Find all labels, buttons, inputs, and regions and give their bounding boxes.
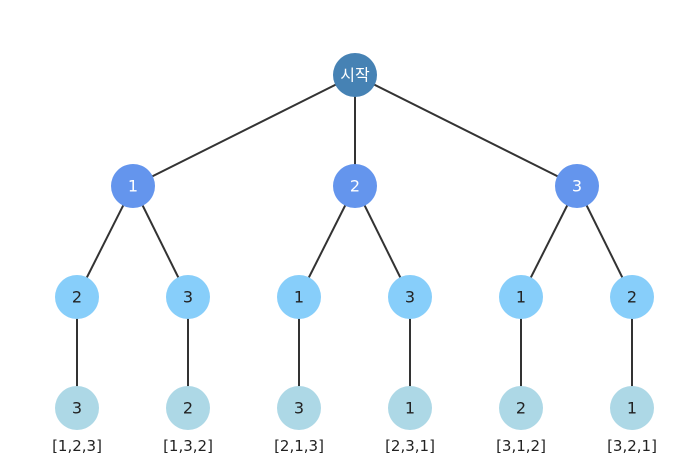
level3-node-3-label: 1: [405, 399, 415, 418]
level2-node-0-circle: [55, 275, 99, 319]
level3-node-3-circle: [388, 386, 432, 430]
level2-node-5-circle: [610, 275, 654, 319]
tree-edges: [76, 74, 633, 408]
level3-node-1-label: 2: [183, 399, 193, 418]
level1-node-0: 1: [111, 164, 155, 208]
level2-node-2-label: 1: [294, 288, 304, 307]
level3-node-4-label: 2: [516, 399, 526, 418]
level2-node-4: 1: [499, 275, 543, 319]
level1-node-2: 3: [555, 164, 599, 208]
root-node-circle: [333, 53, 377, 97]
level3-node-2: 3: [277, 386, 321, 430]
level2-node-5-label: 2: [627, 288, 637, 307]
level3-node-0: 3: [55, 386, 99, 430]
level1-node-1-circle: [333, 164, 377, 208]
level3-node-2-circle: [277, 386, 321, 430]
level2-node-0: 2: [55, 275, 99, 319]
level2-node-5: 2: [610, 275, 654, 319]
level2-node-0-label: 2: [72, 288, 82, 307]
level1-node-2-label: 3: [572, 177, 582, 196]
level2-node-4-circle: [499, 275, 543, 319]
level2-node-1-circle: [166, 275, 210, 319]
level3-node-1-circle: [166, 386, 210, 430]
level3-node-4-circle: [499, 386, 543, 430]
permutation-label-3: [2,3,1]: [385, 437, 435, 455]
edge-root-to-l1-0: [132, 74, 356, 187]
permutation-label-0: [1,2,3]: [52, 437, 102, 455]
permutation-label-1: [1,3,2]: [163, 437, 213, 455]
level3-node-0-circle: [55, 386, 99, 430]
level2-node-1-label: 3: [183, 288, 193, 307]
level3-node-5-circle: [610, 386, 654, 430]
level3-node-0-label: 3: [72, 399, 82, 418]
level3-node-1: 2: [166, 386, 210, 430]
level3-node-4: 2: [499, 386, 543, 430]
level2-node-2: 1: [277, 275, 321, 319]
level1-node-2-circle: [555, 164, 599, 208]
permutation-labels: [1,2,3] [1,3,2] [2,1,3] [2,3,1] [3,1,2] [3,2,…: [52, 437, 657, 455]
level3-node-5-label: 1: [627, 399, 637, 418]
level2-node-1: 3: [166, 275, 210, 319]
level2-node-3: 3: [388, 275, 432, 319]
root-node-label: 시작: [340, 66, 370, 85]
level1-node-1-label: 2: [350, 177, 360, 196]
level1-node-0-circle: [111, 164, 155, 208]
level1-node-1: 2: [333, 164, 377, 208]
level1-node-0-label: 1: [128, 177, 138, 196]
level2-node-3-circle: [388, 275, 432, 319]
level2-node-4-label: 1: [516, 288, 526, 307]
root-node: 시작: [333, 53, 377, 97]
level2-node-3-label: 3: [405, 288, 415, 307]
level3-node-2-label: 3: [294, 399, 304, 418]
level3-node-3: 1: [388, 386, 432, 430]
tree-nodes: 시작 1 2 3 2 3 1 3 1 2 3 2 3 1 2 1: [55, 53, 654, 430]
permutation-label-4: [3,1,2]: [496, 437, 546, 455]
edge-root-to-l1-2: [354, 74, 578, 187]
level3-node-5: 1: [610, 386, 654, 430]
permutation-label-5: [3,2,1]: [607, 437, 657, 455]
permutation-label-2: [2,1,3]: [274, 437, 324, 455]
level2-node-2-circle: [277, 275, 321, 319]
